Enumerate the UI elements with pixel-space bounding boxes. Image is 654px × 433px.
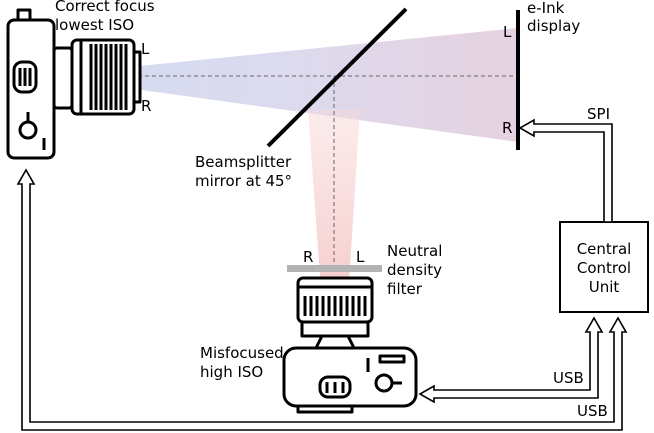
beamsplitter-mirror [266,7,408,148]
usb-inner-arrow [418,316,604,404]
top-camera-caption-line1: Correct focus [55,0,155,15]
top-camera-caption-line2: lowest ISO [55,16,134,34]
control-unit-label-line2: Control [577,259,631,277]
spi-label: SPI [587,105,610,123]
control-unit-label-line3: Unit [589,278,620,296]
neutral-density-filter [287,265,382,272]
top-lens-left-label: L [141,40,150,58]
display-left-label: L [503,23,512,41]
filter-right-label: L [356,248,365,266]
bottom-camera-caption-line2: high ISO [200,363,263,381]
filter-label-line2: density [387,261,442,279]
mirror-label-line1: Beamsplitter [195,153,292,171]
horizontal-light-beam [40,28,518,142]
spi-arrow [518,118,613,223]
filter-label-line1: Neutral [387,242,442,260]
usb-outer-arrow [16,168,628,431]
bottom-camera-icon [282,276,418,414]
display-title-line2: display [527,17,580,35]
usb-inner-label: USB [553,369,584,387]
control-unit-label-line1: Central [577,240,632,258]
display-right-label: R [502,119,512,137]
top-lens-right-label: R [141,97,151,115]
bottom-camera-caption-line1: Misfocused [200,344,284,362]
mirror-label-line2: mirror at 45° [195,172,292,190]
usb-outer-label: USB [577,402,608,420]
top-camera-icon [6,8,142,160]
display-title-line1: e-Ink [527,0,565,17]
filter-label-line3: filter [387,280,423,298]
filter-left-label: R [303,248,313,266]
